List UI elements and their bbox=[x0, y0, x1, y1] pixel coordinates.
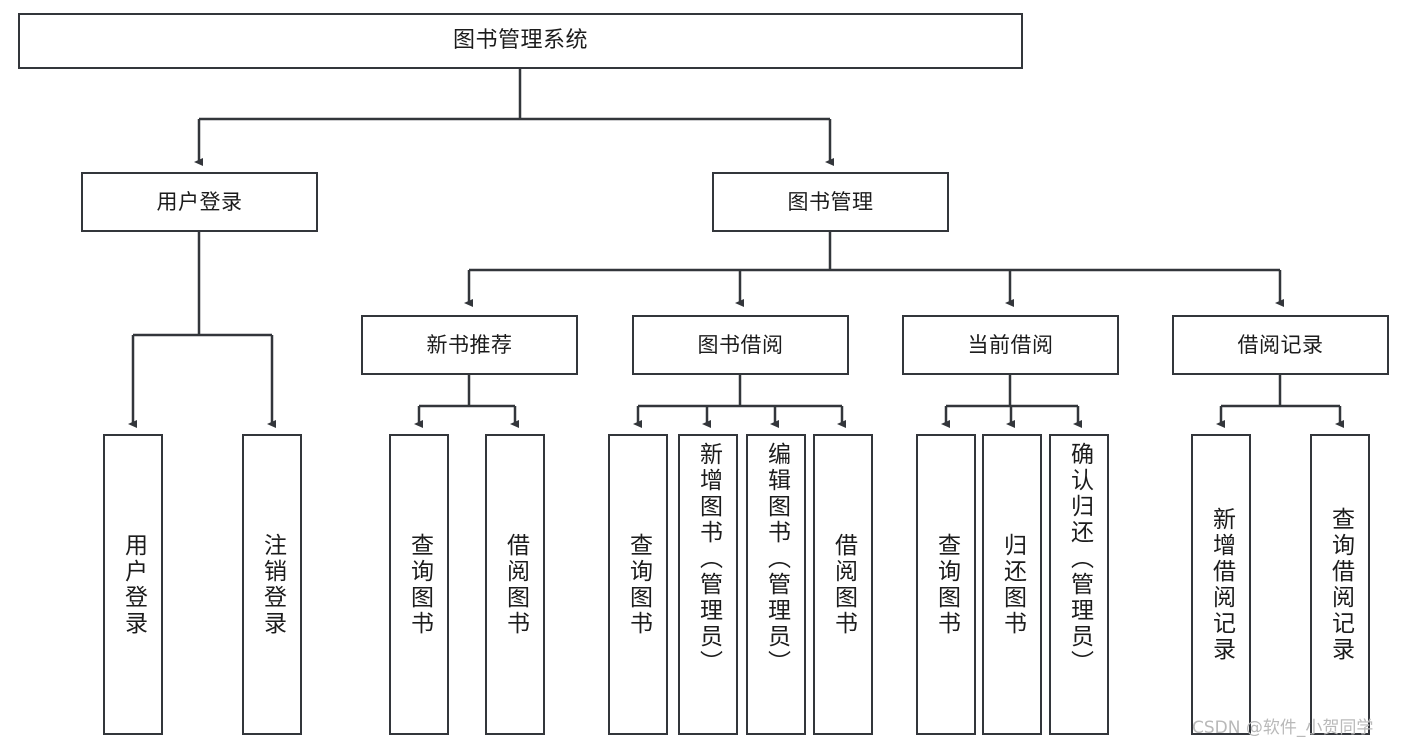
csdn-watermark: CSDN @软件_小贺同学 bbox=[1192, 718, 1374, 738]
node-label: 查询借阅记录 bbox=[1327, 506, 1354, 663]
node-label: 确认归还（管理员） bbox=[1066, 442, 1093, 676]
node-label: 查询图书 bbox=[933, 532, 960, 637]
node-book-borrow[interactable]: 图书借阅 bbox=[632, 315, 849, 375]
leaf-current-borrow-return[interactable]: 归还图书 bbox=[982, 434, 1042, 735]
leaf-new-book-borrow[interactable]: 借阅图书 bbox=[485, 434, 545, 735]
node-label: 新增借阅记录 bbox=[1208, 506, 1235, 663]
node-label: 图书管理系统 bbox=[452, 28, 588, 54]
node-label: 借阅图书 bbox=[830, 532, 857, 637]
leaf-new-book-query[interactable]: 查询图书 bbox=[389, 434, 449, 735]
node-label: 新增图书（管理员） bbox=[695, 442, 722, 676]
node-book-management[interactable]: 图书管理 bbox=[712, 172, 949, 232]
leaf-user-login-login[interactable]: 用户登录 bbox=[103, 434, 163, 735]
node-label: 注销登录 bbox=[259, 532, 286, 637]
node-label: 编辑图书（管理员） bbox=[763, 442, 790, 676]
node-label: 新书推荐 bbox=[426, 332, 513, 357]
leaf-current-borrow-confirm-return[interactable]: 确认归还（管理员） bbox=[1049, 434, 1109, 735]
node-user-login[interactable]: 用户登录 bbox=[81, 172, 318, 232]
leaf-book-borrow-add[interactable]: 新增图书（管理员） bbox=[678, 434, 738, 735]
node-label: 图书借阅 bbox=[697, 332, 784, 357]
leaf-book-borrow-edit[interactable]: 编辑图书（管理员） bbox=[746, 434, 806, 735]
node-label: 用户登录 bbox=[156, 189, 243, 214]
leaf-borrow-record-query[interactable]: 查询借阅记录 bbox=[1310, 434, 1370, 735]
node-label: 归还图书 bbox=[999, 532, 1026, 637]
leaf-book-borrow-query[interactable]: 查询图书 bbox=[608, 434, 668, 735]
leaf-borrow-record-add[interactable]: 新增借阅记录 bbox=[1191, 434, 1251, 735]
leaf-user-login-logout[interactable]: 注销登录 bbox=[242, 434, 302, 735]
node-borrow-record[interactable]: 借阅记录 bbox=[1172, 315, 1389, 375]
node-label: 查询图书 bbox=[625, 532, 652, 637]
node-label: 查询图书 bbox=[406, 532, 433, 637]
node-label: 图书管理 bbox=[787, 189, 874, 214]
node-new-book-recommend[interactable]: 新书推荐 bbox=[361, 315, 578, 375]
node-current-borrow[interactable]: 当前借阅 bbox=[902, 315, 1119, 375]
node-label: 当前借阅 bbox=[967, 332, 1054, 357]
node-label: 借阅图书 bbox=[502, 532, 529, 637]
node-root-system[interactable]: 图书管理系统 bbox=[18, 13, 1023, 69]
leaf-book-borrow-borrow[interactable]: 借阅图书 bbox=[813, 434, 873, 735]
node-label: 借阅记录 bbox=[1237, 332, 1324, 357]
leaf-current-borrow-query[interactable]: 查询图书 bbox=[916, 434, 976, 735]
node-label: 用户登录 bbox=[120, 532, 147, 637]
